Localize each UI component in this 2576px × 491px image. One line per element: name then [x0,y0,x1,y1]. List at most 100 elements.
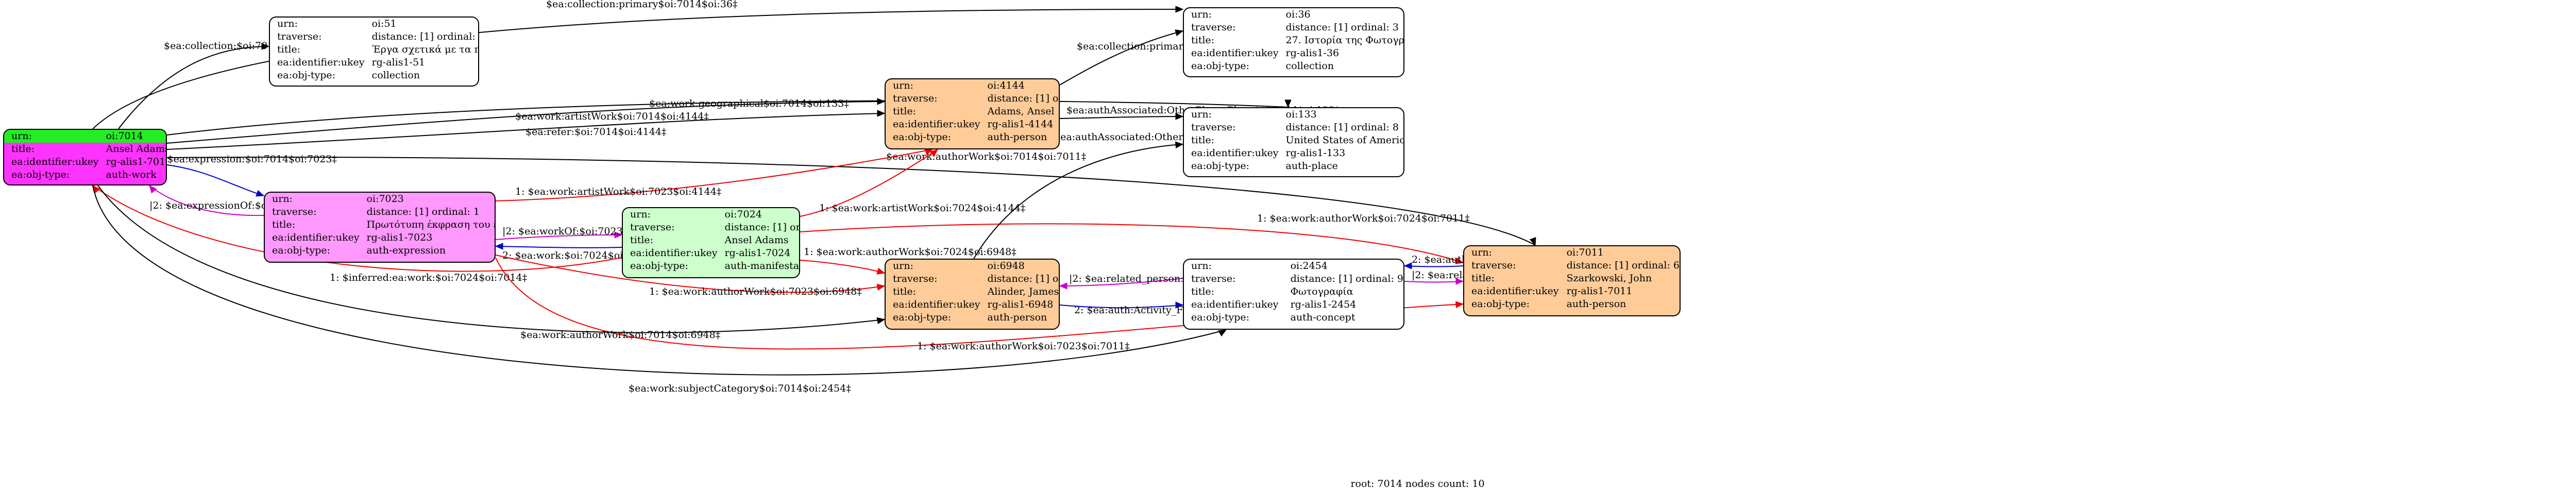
edge-label: 1: $ea:work:artistWork$oi:7023$oi:4144‡ [515,186,721,197]
edge-e16[interactable]: 1: $ea:work:authorWork$oi:7023$oi:6948‡ [495,255,886,297]
node-row: ea:obj-type:auth-concept [1184,311,1403,324]
edge-e7[interactable]: 2: $ea:expression:$oi:7014$oi:7023‡ [155,154,337,197]
edge-arrowhead [256,190,265,197]
node-value: distance: [1] ordinal: 3 [1285,22,1399,33]
node-key: title: [1191,35,1215,46]
node-value: oi:6948 [987,260,1025,272]
node-value: Szarkowski, John [1566,273,1652,284]
node-key: ea:identifier:ukey [893,299,980,310]
node-value: rg-alis1-133 [1285,147,1346,159]
node-row: title:Φωτογραφία [1184,285,1403,298]
node-row: ea:obj-type:auth-manifestation [623,260,799,273]
edge-arrowhead [1218,329,1227,337]
node-key: traverse: [272,206,317,217]
edge-e5[interactable]: $ea:refer:$oi:7014$oi:4144‡ [166,110,886,150]
node-row: urn:oi:6948 [886,260,1059,273]
node-key: ea:identifier:ukey [630,247,718,259]
edge-arrowhead [1175,301,1184,309]
node-key: traverse: [1191,122,1236,133]
edge-arrowhead [1175,113,1184,120]
edge-line [1404,265,1464,267]
edge-label: $ea:work:authorWork$oi:7014$oi:6948‡ [520,329,720,341]
edge-e6[interactable]: $ea:work:authorWork$oi:7014$oi:7011‡ [166,151,1536,246]
edge-e4[interactable]: $ea:work:artistWork$oi:7014$oi:4144‡ [166,98,886,144]
node-value: oi:7024 [724,209,762,220]
node-key: urn: [4,130,99,143]
node-key: ea:identifier:ukey [277,57,365,68]
edge-line [495,149,933,201]
node-row: urn: oi:7023 [265,193,495,206]
edge-e1[interactable]: $ea:collection:primary$oi:7014$oi:36‡ [92,0,1184,129]
node-row: ea:identifier:ukey rg-alis1-7024 [623,247,799,260]
node-value: auth-person [987,312,1047,323]
node-key: traverse: [1191,22,1236,33]
edge-e13[interactable]: 1: $ea:work:artistWork$oi:7024$oi:4144‡ [800,149,1025,217]
edge-label: 1: $ea:work:authorWork$oi:7023$oi:6948‡ [649,286,862,297]
node-value: Adams, Ansel [987,106,1055,117]
node-row: title:United States of America [1184,134,1403,147]
node-key: urn: [272,193,293,205]
node-key: ea:obj-type: [1191,160,1250,172]
node-row: traverse:distance: [1] ordinal: 1 [265,206,495,218]
node-key: ea:identifier:ukey [272,232,360,243]
edge-e19[interactable]: $ea:work:subjectCategory$oi:7014$oi:2454… [92,185,1227,394]
node-row: title:Έργα σχετικά με τα πρόσωπα ψηφιακή… [270,43,478,56]
node-key: ea:obj-type: [893,131,952,143]
node-row: traverse:distance: [1] ordinal: 2 [623,221,799,234]
node-row: urn:oi:7011 [1464,246,1680,259]
node-key: title: [272,219,296,230]
node-key: ea:identifier:ukey [1471,285,1559,297]
node-value: oi:133 [1285,109,1317,120]
node-value: collection [1285,60,1334,72]
node-value: oi:7023 [366,193,404,205]
node-key: urn: [1471,247,1492,258]
node-row: urn:oi:4144 [886,79,1059,92]
edge-e14[interactable]: 1: $ea:work:authorWork$oi:7024$oi:7011‡ [800,213,1470,264]
node-value: collection [371,70,420,81]
edge-label: $ea:work:authorWork$oi:7014$oi:7011‡ [886,151,1086,162]
edge-arrowhead [877,98,886,105]
edge-line [166,101,885,144]
edge-e12[interactable]: 1: $inferred:ea:work:$oi:7024$oi:7014‡ [92,185,622,283]
edge-arrowhead [614,231,623,239]
edge-arrowhead [1059,282,1067,290]
node-value: Έργα σχετικά με τα πρόσωπα ψηφιακής βιβλ… [371,44,478,55]
edge-e9[interactable]: 1: $ea:work:artistWork$oi:7023$oi:4144‡ [495,148,934,201]
edge-e18[interactable]: $ea:work:authorWork$oi:7014$oi:6948‡ [97,185,886,341]
node-value: Πρωτότυπη έκφραση του έργου "Ansel Adams… [366,219,495,230]
node-value: Alinder, James [987,286,1059,297]
node-value: Φωτογραφία [1290,286,1353,297]
node-value: rg-alis1-7024 [724,247,791,259]
edge-arrowhead [1175,141,1184,148]
node-value: rg-alis1-7011 [1566,285,1633,297]
node-row: traverse:distance: [1] ordinal: 9 [1184,273,1403,285]
edge-arrowhead [876,317,886,325]
edge-arrowhead [1529,237,1536,246]
edge-line [166,157,1536,246]
node-key: traverse: [1191,273,1236,284]
node-row: urn:oi:133 [1184,108,1403,121]
edge-arrowhead [876,283,886,291]
edge-arrowhead [261,43,270,50]
edge-line [973,144,1183,259]
edge-e15[interactable]: 1: $ea:work:authorWork$oi:7024$oi:6948‡ [800,246,1016,275]
